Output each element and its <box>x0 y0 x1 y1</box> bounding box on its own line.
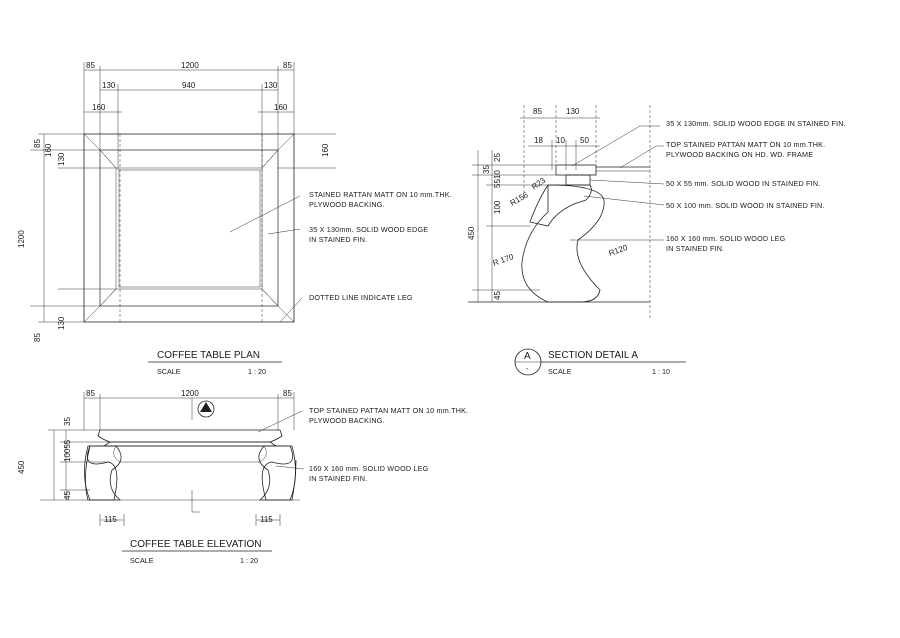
coffee-table-elevation: 85 1200 85 A 35 10055 450 45 115 115 TOP… <box>17 389 468 565</box>
section-title: SECTION DETAIL A <box>548 350 638 361</box>
plan-dim-left-85-top: 85 <box>33 139 42 148</box>
section-note-leg-line1: 160 X 160 mm. SOLID WOOD LEG <box>666 234 786 243</box>
section-note-wood-100: 50 X 100 mm. SOLID WOOD IN STAINED FIN. <box>666 201 825 210</box>
section-note-top-line1: TOP STAINED PATTAN MATT ON 10 mm.THK. <box>666 140 825 149</box>
section-dim-450: 450 <box>467 226 476 240</box>
elevation-dim-35: 35 <box>63 417 72 426</box>
plan-inner-frame <box>99 149 279 307</box>
section-detail-a: 85 130 18 10 50 25 35 5510 100 450 45 R2… <box>467 105 846 376</box>
plan-dim-right-160: 160 <box>321 143 330 157</box>
plan-scale-value: 1 : 20 <box>248 367 266 376</box>
elevation-section-marker-letter: A <box>203 404 209 413</box>
section-dim-10: 10 <box>556 136 565 145</box>
elevation-scale-value: 1 : 20 <box>240 556 258 565</box>
plan-dim-third-left: 160 <box>92 103 106 112</box>
elevation-section-marker-circle <box>197 400 215 418</box>
section-radius-r156: R156 <box>509 190 531 208</box>
elevation-dim-top-left: 85 <box>86 389 95 398</box>
plan-note-edge-line1: 35 X 130mm. SOLID WOOD EDGE <box>309 225 428 234</box>
plan-dim-left-130-bottom: 130 <box>57 316 66 330</box>
plan-title: COFFEE TABLE PLAN <box>157 350 260 361</box>
plan-edge-right <box>261 149 279 307</box>
section-dim-35: 35 <box>482 165 491 174</box>
section-rail-55 <box>565 174 591 186</box>
section-radius-r170: R 170 <box>492 252 516 268</box>
plan-dim-third-right: 160 <box>274 103 288 112</box>
section-badge-letter: A <box>524 351 531 362</box>
elevation-apron <box>102 441 278 447</box>
elevation-dim-10055: 10055 <box>63 439 72 462</box>
elevation-apron-curve <box>113 445 267 463</box>
elevation-note-leg-line1: 160 X 160 mm. SOLID WOOD LEG <box>309 464 429 473</box>
plan-dim-second-mid: 940 <box>182 81 196 90</box>
plan-edge-bottom <box>99 288 279 307</box>
section-dim-18: 18 <box>534 136 543 145</box>
plan-note-rattan-line2: PLYWOOD BACKING. <box>309 200 385 209</box>
section-dim-50: 50 <box>580 136 589 145</box>
plan-outer-frame <box>83 133 295 323</box>
plan-note-rattan-line1: STAINED RATTAN MATT ON 10 mm.THK. <box>309 190 452 199</box>
elevation-body <box>85 445 297 501</box>
elevation-leg-right <box>258 445 296 501</box>
elevation-top <box>97 429 283 443</box>
section-rail-100 <box>529 184 592 227</box>
section-badge-sub: - <box>526 364 529 373</box>
section-scale-label: SCALE <box>548 367 572 376</box>
section-dim-100: 100 <box>493 200 502 214</box>
plan-rattan-panel <box>118 169 261 288</box>
plan-note-edge-line2: IN STAINED FIN. <box>309 235 367 244</box>
plan-dim-left-160: 160 <box>44 143 53 157</box>
section-dim-top-85: 85 <box>533 107 542 116</box>
section-dim-5510: 5510 <box>493 170 502 188</box>
elevation-dim-450: 450 <box>17 460 26 474</box>
elevation-dim-top-right: 85 <box>283 389 292 398</box>
section-note-top-line2: PLYWOOD BACKING ON HD. WD. FRAME <box>666 150 813 159</box>
section-dim-25: 25 <box>493 153 502 162</box>
elevation-dim-top-total: 1200 <box>181 389 199 398</box>
elevation-leg-left <box>84 445 122 501</box>
coffee-table-plan: 85 1200 85 130 940 130 160 160 85 160 13… <box>17 61 452 376</box>
section-leg <box>521 184 605 303</box>
plan-dim-top-left: 85 <box>86 61 95 70</box>
section-radius-r120: R120 <box>608 243 630 258</box>
elevation-scale-label: SCALE <box>130 556 154 565</box>
elevation-note-top-line2: PLYWOOD BACKING. <box>309 416 385 425</box>
plan-edge-left <box>99 149 117 307</box>
plan-note-leg: DOTTED LINE INDICATE LEG <box>309 293 413 302</box>
plan-edge-top <box>99 149 279 169</box>
elevation-note-leg-line2: IN STAINED FIN. <box>309 474 367 483</box>
plan-dim-second-right: 130 <box>264 81 278 90</box>
section-note-edge: 35 X 130mm. SOLID WOOD EDGE IN STAINED F… <box>666 119 846 128</box>
plan-dim-left-total: 1200 <box>17 230 26 248</box>
elevation-note-top-line1: TOP STAINED PATTAN MATT ON 10 mm.THK. <box>309 406 468 415</box>
plan-dim-top-right: 85 <box>283 61 292 70</box>
section-note-wood-55: 50 X 55 mm. SOLID WOOD IN STAINED FIN. <box>666 179 820 188</box>
section-dim-45: 45 <box>493 291 502 300</box>
section-scale-value: 1 : 10 <box>652 367 670 376</box>
elevation-dim-bottom-right: 115 <box>260 515 273 524</box>
plan-dim-top-total: 1200 <box>181 61 199 70</box>
plan-dim-left-130-top: 130 <box>57 152 66 166</box>
plan-scale-label: SCALE <box>157 367 181 376</box>
elevation-dim-45: 45 <box>63 491 72 500</box>
elevation-dim-bottom-left: 115 <box>104 515 117 524</box>
section-dim-top-130: 130 <box>566 107 580 116</box>
plan-dim-second-left: 130 <box>102 81 116 90</box>
plan-dim-left-85-bottom: 85 <box>33 333 42 342</box>
elevation-title: COFFEE TABLE ELEVATION <box>130 539 262 550</box>
section-note-leg-line2: IN STAINED FIN. <box>666 244 724 253</box>
